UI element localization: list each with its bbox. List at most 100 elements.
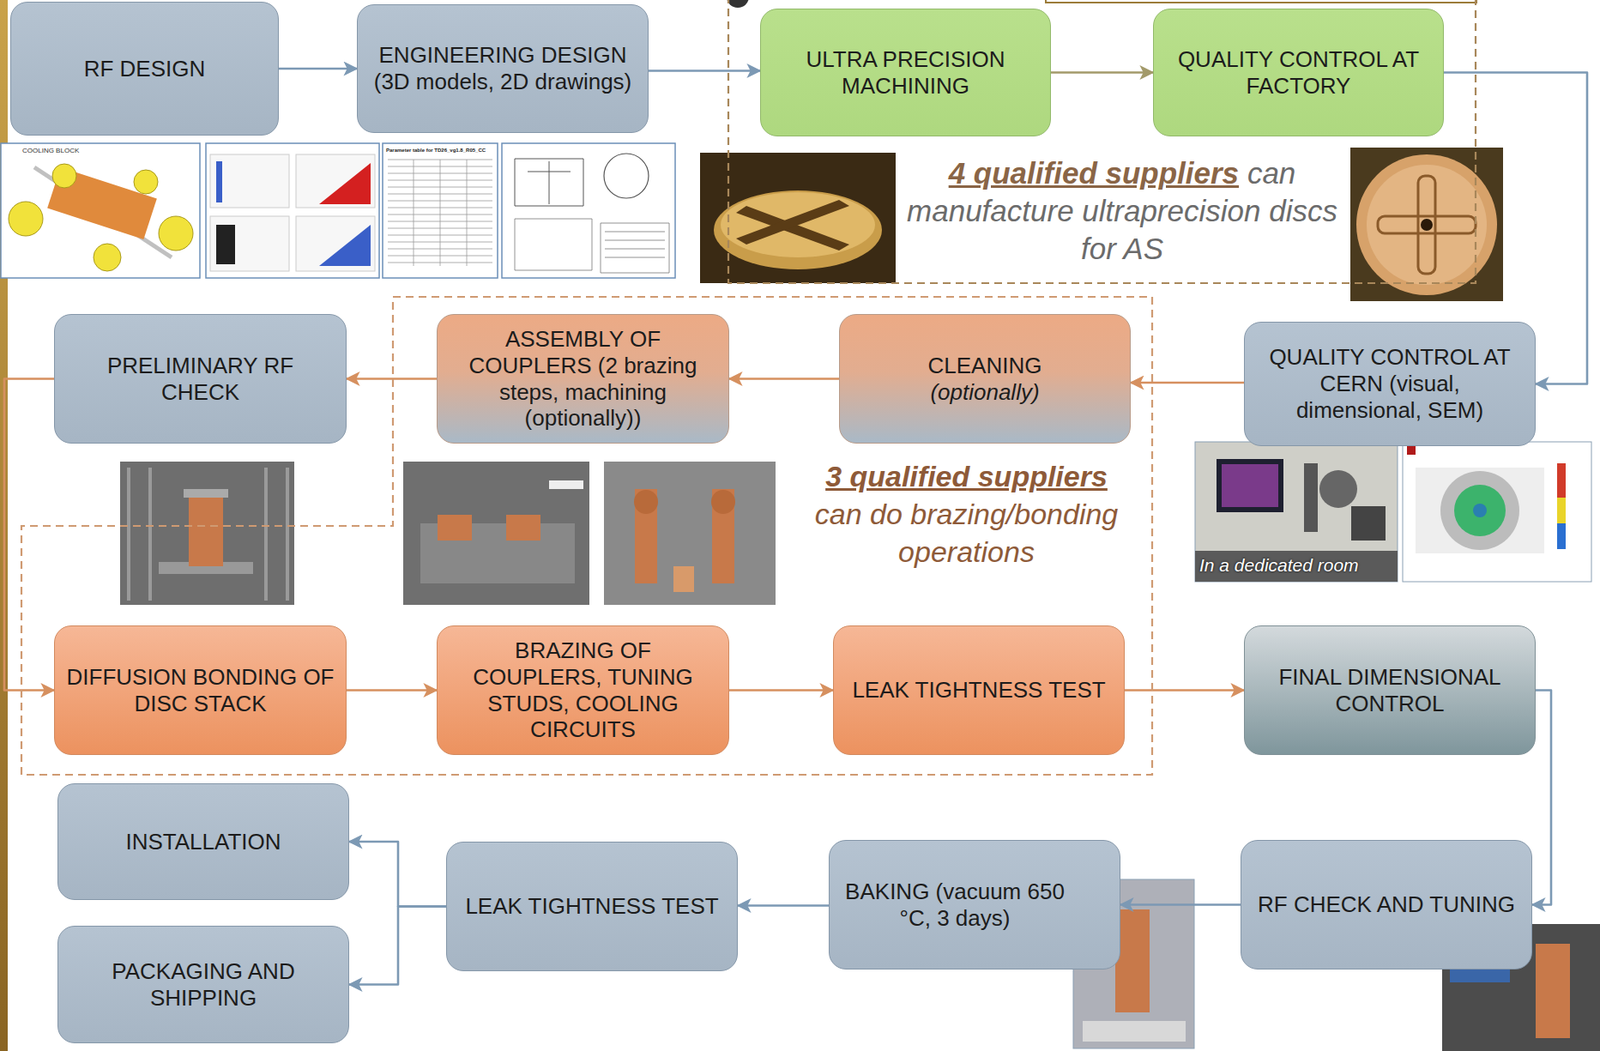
measurement-plot-image xyxy=(1406,446,1416,455)
supplier-note: can do brazing/bonding operations xyxy=(815,497,1119,568)
parameter-table-image xyxy=(382,143,498,278)
bonding-furnace-photo xyxy=(120,461,295,605)
inspection-room-photo xyxy=(1195,441,1398,582)
box-text: LEAK TIGHTNESS TEST xyxy=(464,893,719,920)
step-label: ULTRA PRECISION MACHINING xyxy=(771,46,1040,99)
process-box: ENGINEERING DESIGN (3D models, 2D drawin… xyxy=(356,4,649,133)
box-text: BAKING (vacuum 650 °C, 3 days) xyxy=(843,878,1067,931)
process-box: INSTALLATION xyxy=(57,783,350,900)
step-label: (optionally) xyxy=(928,379,1043,406)
box-text: QUALITY CONTROL AT CERN (visual, dimensi… xyxy=(1255,344,1525,423)
baking-photo xyxy=(1115,909,1150,1013)
dashed-outline xyxy=(728,0,1476,284)
step-label: LEAK TIGHTNESS TEST xyxy=(851,676,1105,704)
measurement-plot-image xyxy=(1415,467,1545,554)
flow-arrow xyxy=(1050,71,1154,74)
supplier-count: 3 qualified suppliers xyxy=(784,457,1149,496)
box-text: QUALITY CONTROL AT FACTORY xyxy=(1164,46,1433,99)
region-note: 3 qualified supplierscan do brazing/bond… xyxy=(784,457,1149,571)
flow-arrow xyxy=(729,377,840,381)
flow-arrow xyxy=(1124,688,1244,692)
step-label: DIFFUSION BONDING OF DISC STACK xyxy=(65,664,336,717)
bonding-furnace-photo xyxy=(128,467,288,601)
measurement-plot-image xyxy=(1557,523,1566,550)
inspection-room-photo xyxy=(1216,458,1284,513)
coupler-brazing-photo xyxy=(712,489,735,584)
disc-photo xyxy=(1350,147,1504,302)
box-text: CLEANING(optionally) xyxy=(928,352,1043,405)
flow-arrow xyxy=(346,377,437,381)
model-3d-image xyxy=(0,143,200,278)
step-label: RF CHECK AND TUNING xyxy=(1257,891,1516,918)
step-label: PRELIMINARY RF CHECK xyxy=(65,352,336,405)
technical-drawing-image xyxy=(501,143,676,278)
step-label: BRAZING OF COUPLERS, TUNING STUDS, COOLI… xyxy=(447,637,719,743)
brazing-furnace-photo xyxy=(403,461,590,605)
measurement-plot-image xyxy=(1440,470,1520,550)
technical-drawing-image xyxy=(514,218,670,273)
box-text: LEAK TIGHTNESS TEST xyxy=(851,676,1105,704)
process-box: CLEANING(optionally) xyxy=(839,313,1131,444)
process-box: PACKAGING AND SHIPPING xyxy=(57,925,350,1044)
box-text: PRELIMINARY RF CHECK xyxy=(65,352,336,405)
cut-frame xyxy=(726,0,749,8)
coupler-brazing-photo xyxy=(603,461,776,605)
parameter-panels-image xyxy=(205,143,380,278)
brazing-furnace-photo xyxy=(549,480,584,490)
box-text: FINAL DIMENSIONAL CONTROL xyxy=(1255,664,1525,717)
measurement-plot-image xyxy=(1454,484,1506,537)
disc-photo xyxy=(1377,216,1476,234)
bonding-furnace-photo xyxy=(188,493,224,567)
bonding-furnace-photo xyxy=(120,461,295,605)
parameter-panels-image xyxy=(216,224,236,265)
process-box: LEAK TIGHTNESS TEST xyxy=(833,625,1125,755)
supplier-count: 4 qualified suppliers xyxy=(948,156,1239,190)
model-3d-image xyxy=(93,243,121,272)
parameter-panels-image xyxy=(205,143,380,278)
process-box: RF CHECK AND TUNING xyxy=(1240,839,1533,970)
parameter-panels-image xyxy=(210,154,290,208)
flow-arrow xyxy=(278,67,357,71)
process-box: ASSEMBLY OF COUPLERS (2 brazing steps, m… xyxy=(436,313,730,444)
box-text: ENGINEERING DESIGN (3D models, 2D drawin… xyxy=(368,42,638,95)
disc-photo xyxy=(736,205,850,251)
disc-photo xyxy=(700,152,896,284)
inspection-room-photo xyxy=(1195,550,1398,582)
supplier-region: 4 qualified supplierscan manufacture ult… xyxy=(727,0,1477,284)
disc-photo xyxy=(1350,147,1504,302)
step-label: CLEANING xyxy=(928,352,1043,380)
measurement-plot-image xyxy=(1557,463,1566,550)
box-text: ASSEMBLY OF COUPLERS (2 brazing steps, m… xyxy=(447,326,719,432)
parameter-panels-image xyxy=(319,163,371,205)
flow-arrow xyxy=(729,688,834,692)
model-3d-image xyxy=(0,143,200,278)
box-text: DIFFUSION BONDING OF DISC STACK xyxy=(65,664,336,717)
flow-arrow xyxy=(346,688,437,692)
step-label: PACKAGING AND SHIPPING xyxy=(68,958,339,1011)
cut-frame xyxy=(726,0,1477,8)
flow-arrow xyxy=(1120,903,1241,906)
coupler-brazing-photo xyxy=(603,461,776,605)
brazing-furnace-photo xyxy=(403,461,590,605)
inspection-room-photo xyxy=(1221,464,1279,508)
process-box: QUALITY CONTROL AT FACTORY xyxy=(1153,8,1444,137)
image-caption: COOLING BLOCK xyxy=(22,146,79,155)
step-label: INSTALLATION xyxy=(125,828,281,856)
image-caption: In a dedicated room xyxy=(1199,555,1359,576)
parameter-panels-image xyxy=(216,161,223,203)
flow-arrow xyxy=(4,379,55,691)
inspection-room-photo xyxy=(1304,463,1318,532)
measurement-plot-image xyxy=(1402,441,1592,582)
process-box: DIFFUSION BONDING OF DISC STACK xyxy=(54,625,347,755)
parameter-panels-image xyxy=(319,224,371,266)
box-text: INSTALLATION xyxy=(125,828,281,856)
flow-arrow xyxy=(349,906,447,985)
flow-arrow xyxy=(648,69,761,73)
brazing-furnace-photo xyxy=(437,514,472,541)
disc-photo xyxy=(700,152,896,284)
process-box: ULTRA PRECISION MACHINING xyxy=(760,8,1051,137)
inspection-room-photo xyxy=(1351,506,1386,541)
technical-drawing-image xyxy=(501,143,676,278)
model-3d-image xyxy=(133,169,158,194)
